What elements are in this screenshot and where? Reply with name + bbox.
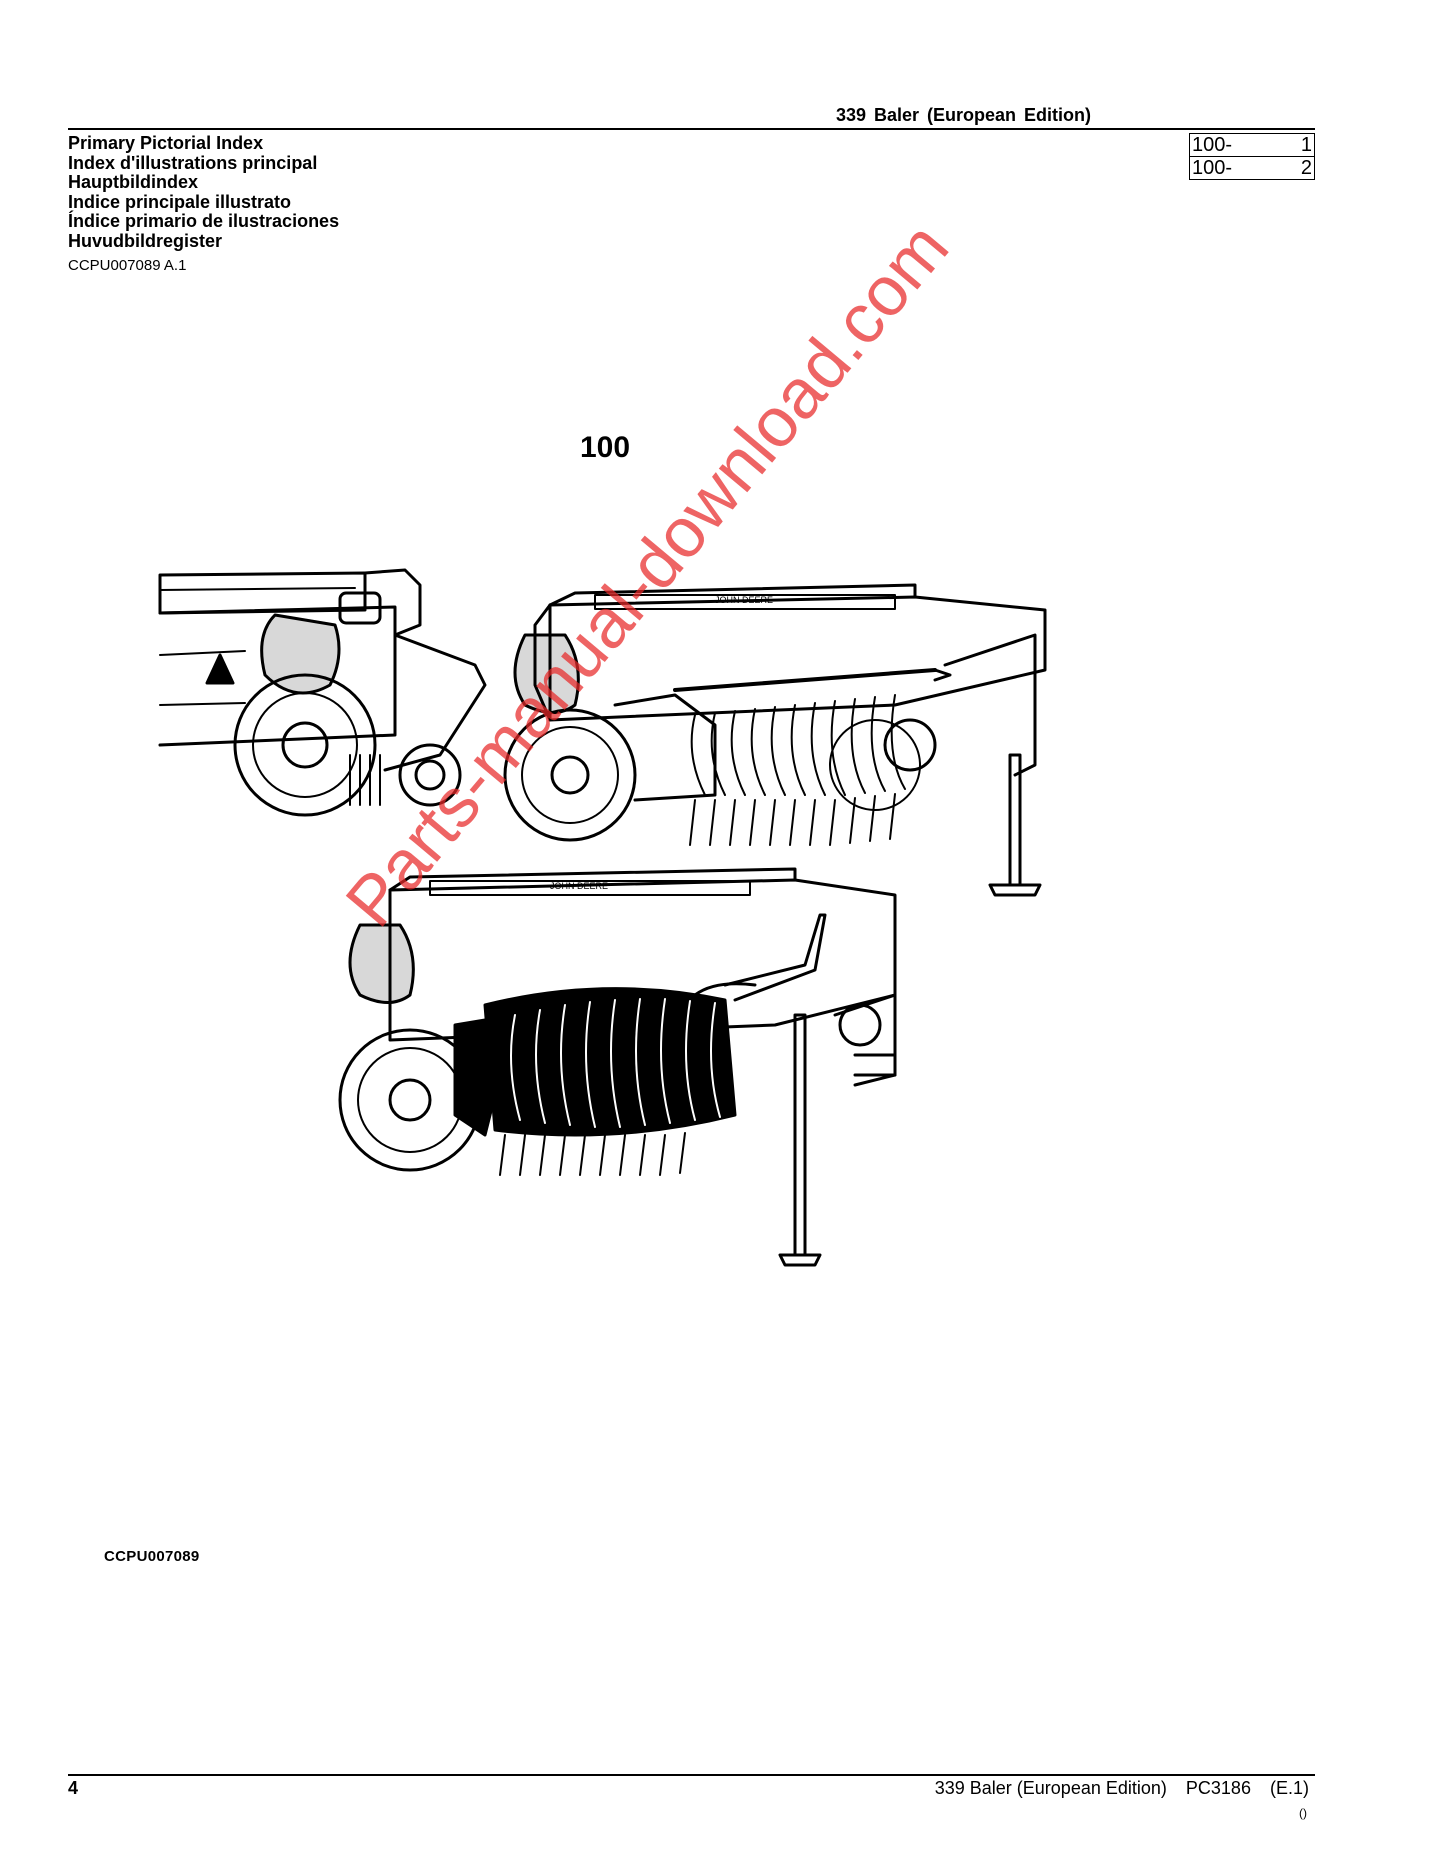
document-id: CCPU007089 A.1: [68, 257, 187, 274]
footer-edition: (E.1): [1269, 1778, 1309, 1798]
title-italian: Indice principale illustrato: [68, 191, 292, 212]
baler-illustration: JOHN DEERE JOHN DEERE: [155, 555, 1085, 1280]
index-number: 1: [1300, 134, 1312, 156]
footer-title: 339 Baler (European Edition): [934, 1778, 1167, 1798]
figure-code: CCPU007089: [104, 1548, 200, 1565]
brand-text-upper: JOHN DEERE: [715, 595, 773, 605]
index-label: 100-: [1192, 157, 1233, 179]
brand-text-lower: JOHN DEERE: [550, 881, 608, 891]
header-rule: [68, 128, 1315, 130]
footer-small-mark: (): [1299, 1806, 1307, 1820]
index-number: 2: [1300, 157, 1312, 179]
title-french: Index d'illustrations principal: [68, 152, 318, 173]
footer-info: 339 Baler (European Edition) PC3186 (E.1…: [935, 1778, 1309, 1799]
title-english: Primary Pictorial Index: [68, 133, 264, 153]
title-spanish: Índice primario de ilustraciones: [68, 211, 340, 232]
index-titles: Primary Pictorial Index Index d'illustra…: [68, 133, 340, 252]
page-number: 4: [68, 1778, 79, 1798]
footer-rule: [68, 1774, 1315, 1776]
footer-catalog: PC3186: [1185, 1778, 1251, 1798]
index-row[interactable]: 100- 2: [1190, 156, 1314, 179]
page-header-title: 339 Baler (European Edition): [835, 105, 1091, 125]
index-box: 100- 1 100- 2: [1189, 133, 1315, 180]
index-row[interactable]: 100- 1: [1190, 134, 1314, 156]
index-label: 100-: [1192, 134, 1233, 156]
baler-illustration-icon: JOHN DEERE JOHN DEERE: [158, 568, 1047, 1267]
section-number: 100: [580, 431, 631, 464]
title-swedish: Huvudbildregister: [68, 230, 223, 251]
title-german: Hauptbildindex: [68, 172, 198, 193]
